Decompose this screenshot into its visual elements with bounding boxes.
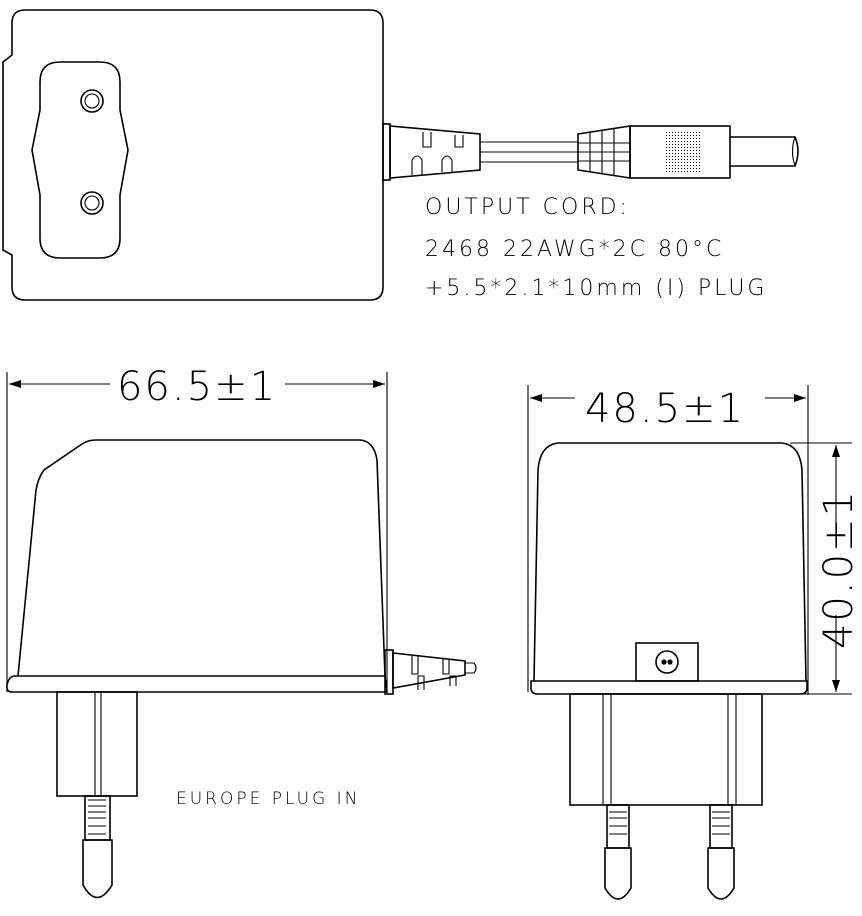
front-view: 48.5±1 40.0±1 <box>527 385 862 900</box>
housing-base <box>6 675 388 693</box>
plug-body-front <box>569 693 763 806</box>
pin-hole-inner <box>84 195 100 211</box>
pin-hole-inner <box>84 93 100 109</box>
plug-face-outline <box>31 61 129 259</box>
pin-hole-icon <box>80 191 104 215</box>
housing-base-front <box>530 680 808 695</box>
housing-front-outline <box>533 442 807 682</box>
europe-plug-label: EUROPE PLUG IN <box>176 789 360 809</box>
dc-jack-box <box>635 642 699 682</box>
extension-lines-front <box>527 385 809 695</box>
dimension-width: 48.5±1 <box>585 386 745 432</box>
plug-body-side <box>56 691 138 797</box>
dc-jack-icon <box>655 650 679 674</box>
dimension-height: 40.0±1 <box>816 489 862 649</box>
cord-note-title: OUTPUT CORD: <box>425 195 630 220</box>
housing-side-outline <box>17 439 386 677</box>
pin-hole-icon <box>80 89 104 113</box>
housing-outline-top <box>2 9 384 301</box>
cord-note-spec: 2468 22AWG*2C 80°C <box>425 237 724 262</box>
output-cord <box>382 123 799 181</box>
grip-texture <box>664 130 700 174</box>
dimension-length: 66.5±1 <box>117 364 277 410</box>
top-view: OUTPUT CORD: 2468 22AWG*2C 80°C +5.5*2.1… <box>2 9 799 301</box>
side-view: 66.5±1 EUROPE PLUG IN <box>6 364 477 899</box>
cord-note-plug: +5.5*2.1*10mm (I) PLUG <box>425 276 767 301</box>
extension-lines <box>6 372 388 692</box>
